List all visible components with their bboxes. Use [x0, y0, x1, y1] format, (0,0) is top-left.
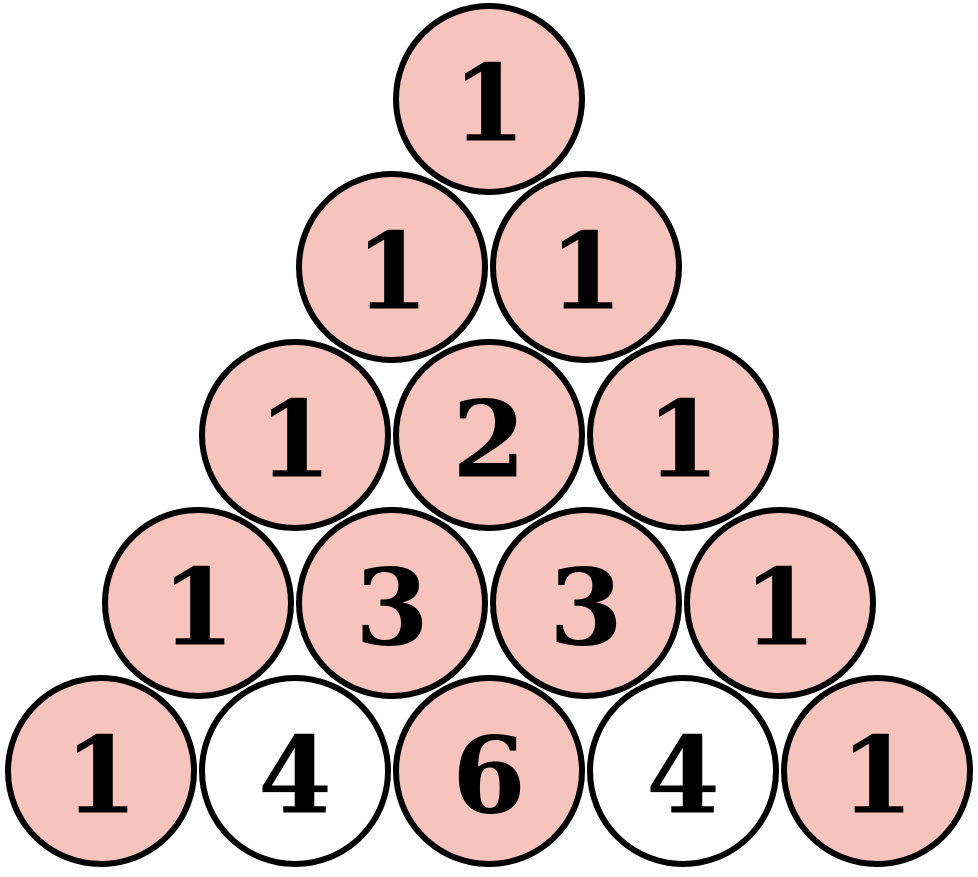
triangle-cell: 1	[102, 507, 294, 699]
cell-value: 1	[452, 41, 526, 166]
highlighted-circle	[393, 3, 585, 195]
triangle-cell: 4	[199, 675, 391, 867]
cell-value: 4	[646, 713, 720, 838]
cell-value: 1	[161, 545, 235, 670]
highlighted-circle	[393, 675, 585, 867]
highlighted-circle	[490, 507, 682, 699]
highlighted-circle	[199, 339, 391, 531]
cell-value: 3	[549, 545, 623, 670]
highlighted-circle	[393, 339, 585, 531]
cell-value: 1	[646, 377, 720, 502]
triangle-cell: 1	[393, 3, 585, 195]
highlighted-circle	[296, 171, 488, 363]
triangle-cell: 1	[587, 339, 779, 531]
cell-value: 4	[258, 713, 332, 838]
triangle-cell: 1	[199, 339, 391, 531]
triangle-cell: 4	[587, 675, 779, 867]
triangle-cell: 6	[393, 675, 585, 867]
triangle-cell: 2	[393, 339, 585, 531]
cell-value: 1	[743, 545, 817, 670]
cell-value: 1	[549, 209, 623, 334]
triangle-cell: 3	[490, 507, 682, 699]
plain-circle	[199, 675, 391, 867]
triangle-cell: 1	[684, 507, 876, 699]
cell-value: 1	[258, 377, 332, 502]
highlighted-circle	[5, 675, 197, 867]
cell-value: 2	[452, 377, 526, 502]
highlighted-circle	[102, 507, 294, 699]
highlighted-circle	[684, 507, 876, 699]
highlighted-circle	[490, 171, 682, 363]
triangle-cell: 1	[490, 171, 682, 363]
highlighted-circle	[296, 507, 488, 699]
triangle-cell: 1	[5, 675, 197, 867]
cell-value: 1	[355, 209, 429, 334]
cell-value: 3	[355, 545, 429, 670]
highlighted-circle	[781, 675, 973, 867]
cell-value: 1	[840, 713, 914, 838]
triangle-cell: 1	[296, 171, 488, 363]
cell-value: 6	[452, 713, 526, 838]
triangle-cell: 1	[781, 675, 973, 867]
plain-circle	[587, 675, 779, 867]
triangle-row-1: 1	[393, 3, 585, 195]
highlighted-circle	[587, 339, 779, 531]
triangle-cell: 3	[296, 507, 488, 699]
cell-value: 1	[64, 713, 138, 838]
